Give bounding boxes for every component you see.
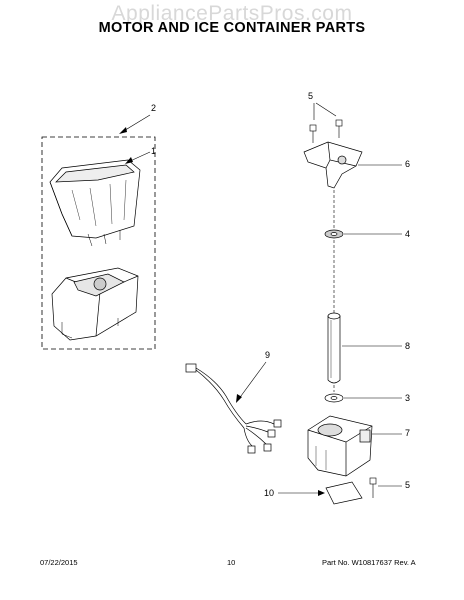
arrow-2 <box>119 127 127 134</box>
callout-6: 6 <box>405 159 411 169</box>
footer-date: 07/22/2015 <box>40 558 78 567</box>
assembly-dashed-box <box>41 136 156 350</box>
callout-2: 2 <box>151 103 157 113</box>
arrow-9 <box>236 394 242 403</box>
footer-page-number: 10 <box>227 558 236 567</box>
mounting-screws-top <box>309 119 343 143</box>
motor-gasket <box>325 481 363 505</box>
callout-9: 9 <box>265 350 271 360</box>
callout-4: 4 <box>405 229 411 239</box>
footer-part-number: Part No. W10817637 Rev. A <box>322 558 416 567</box>
page-title: MOTOR AND ICE CONTAINER PARTS <box>98 20 366 36</box>
coupler-tube <box>327 312 341 384</box>
motor-bracket <box>303 141 363 189</box>
leader-line-2 <box>121 114 151 133</box>
watermark: AppliancePartsPros.com <box>111 2 353 25</box>
leader-line-9 <box>237 361 267 401</box>
washer-part-3 <box>324 393 344 403</box>
callout-5-top: 5 <box>308 91 314 101</box>
callout-1: 1 <box>151 146 157 156</box>
callout-10: 10 <box>264 488 275 498</box>
callout-8: 8 <box>405 341 411 351</box>
auger-motor <box>307 415 373 477</box>
callout-3: 3 <box>405 393 411 403</box>
washer-part-4 <box>324 229 344 239</box>
leader-line-5a-b <box>315 102 337 117</box>
mounting-screw-bottom <box>369 477 377 498</box>
callout-5-bottom: 5 <box>405 480 411 490</box>
arrow-10 <box>318 490 325 496</box>
callout-7: 7 <box>405 428 411 438</box>
arrow-1 <box>125 157 133 164</box>
ice-container-bin <box>49 159 141 247</box>
wire-harness <box>185 363 282 454</box>
ice-container-base <box>51 267 139 341</box>
